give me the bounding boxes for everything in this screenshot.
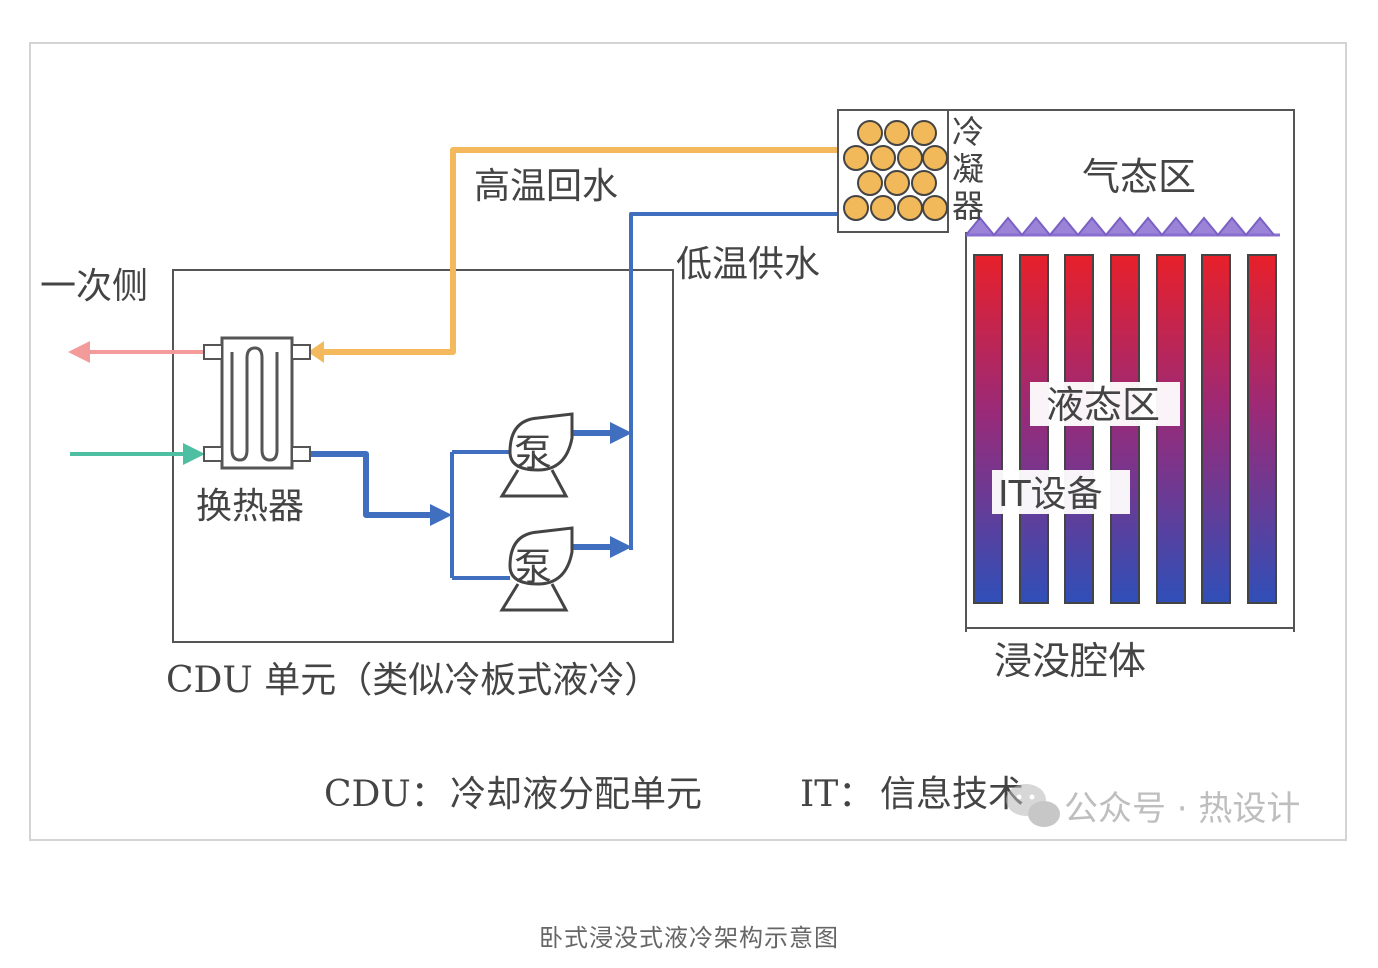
- it-bar: [1201, 254, 1231, 604]
- liquid-zone-label-bg: [1030, 382, 1180, 426]
- hx-to-pump-pipe: [308, 451, 430, 518]
- primary-side-label: 一次侧: [40, 266, 148, 307]
- watermark-text: 公众号 · 热设计: [1064, 789, 1300, 829]
- it-equipment-label: IT设备: [998, 474, 1103, 515]
- hot-return-label: 高温回水: [474, 166, 618, 207]
- condenser-label-3: 器: [952, 187, 984, 225]
- hx-to-pump-arrow: [430, 504, 452, 526]
- condenser-label-2: 凝: [952, 150, 984, 188]
- legend-it-desc: 信息技术: [880, 774, 1024, 815]
- condenser-label-1: 冷: [952, 113, 984, 151]
- tank-label: 浸没腔体: [994, 639, 1146, 683]
- wechat-icon: [1006, 784, 1060, 827]
- it-bar: [1019, 254, 1049, 604]
- legend-cdu-term: CDU：: [324, 774, 447, 815]
- pump-1-label: 泵: [514, 431, 552, 475]
- hot-return-pipe: [320, 147, 838, 355]
- legend-cdu-desc: 冷却液分配单元: [450, 774, 702, 815]
- primary-in-arrow: [183, 443, 205, 465]
- primary-out-arrow: [68, 341, 90, 363]
- hot-return-arrow: [308, 341, 324, 363]
- gas-zone-label: 气态区: [1082, 155, 1196, 199]
- it-bar: [973, 254, 1003, 604]
- condenser-coils: [843, 120, 948, 221]
- it-bar: [1110, 254, 1140, 604]
- figure-caption: 卧式浸没式液冷架构示意图: [539, 924, 839, 952]
- heat-exchanger-label: 换热器: [196, 486, 304, 527]
- pump-2: [499, 526, 574, 612]
- legend-it-term: IT：: [800, 774, 874, 815]
- liquid-surface: [965, 216, 1280, 237]
- pump1-outlet-arrow: [610, 422, 632, 444]
- cold-supply-pipe: [629, 212, 838, 550]
- it-bar: [1247, 254, 1277, 604]
- it-equipment-bars: [973, 254, 1277, 604]
- cdu-unit-label: CDU 单元（类似冷板式液冷）: [166, 660, 660, 701]
- it-label-bg: [992, 470, 1130, 514]
- pump-manifold: [450, 450, 510, 580]
- it-bar: [1064, 254, 1094, 604]
- cold-supply-label: 低温供水: [676, 244, 820, 285]
- pump-1: [499, 412, 574, 498]
- liquid-zone-label: 液态区: [1046, 383, 1160, 427]
- watermark: 公众号 · 热设计: [1006, 784, 1300, 829]
- it-bar: [1156, 254, 1186, 604]
- pump2-outlet-arrow: [610, 536, 632, 558]
- pump-2-label: 泵: [514, 545, 552, 589]
- heat-exchanger: [203, 336, 311, 470]
